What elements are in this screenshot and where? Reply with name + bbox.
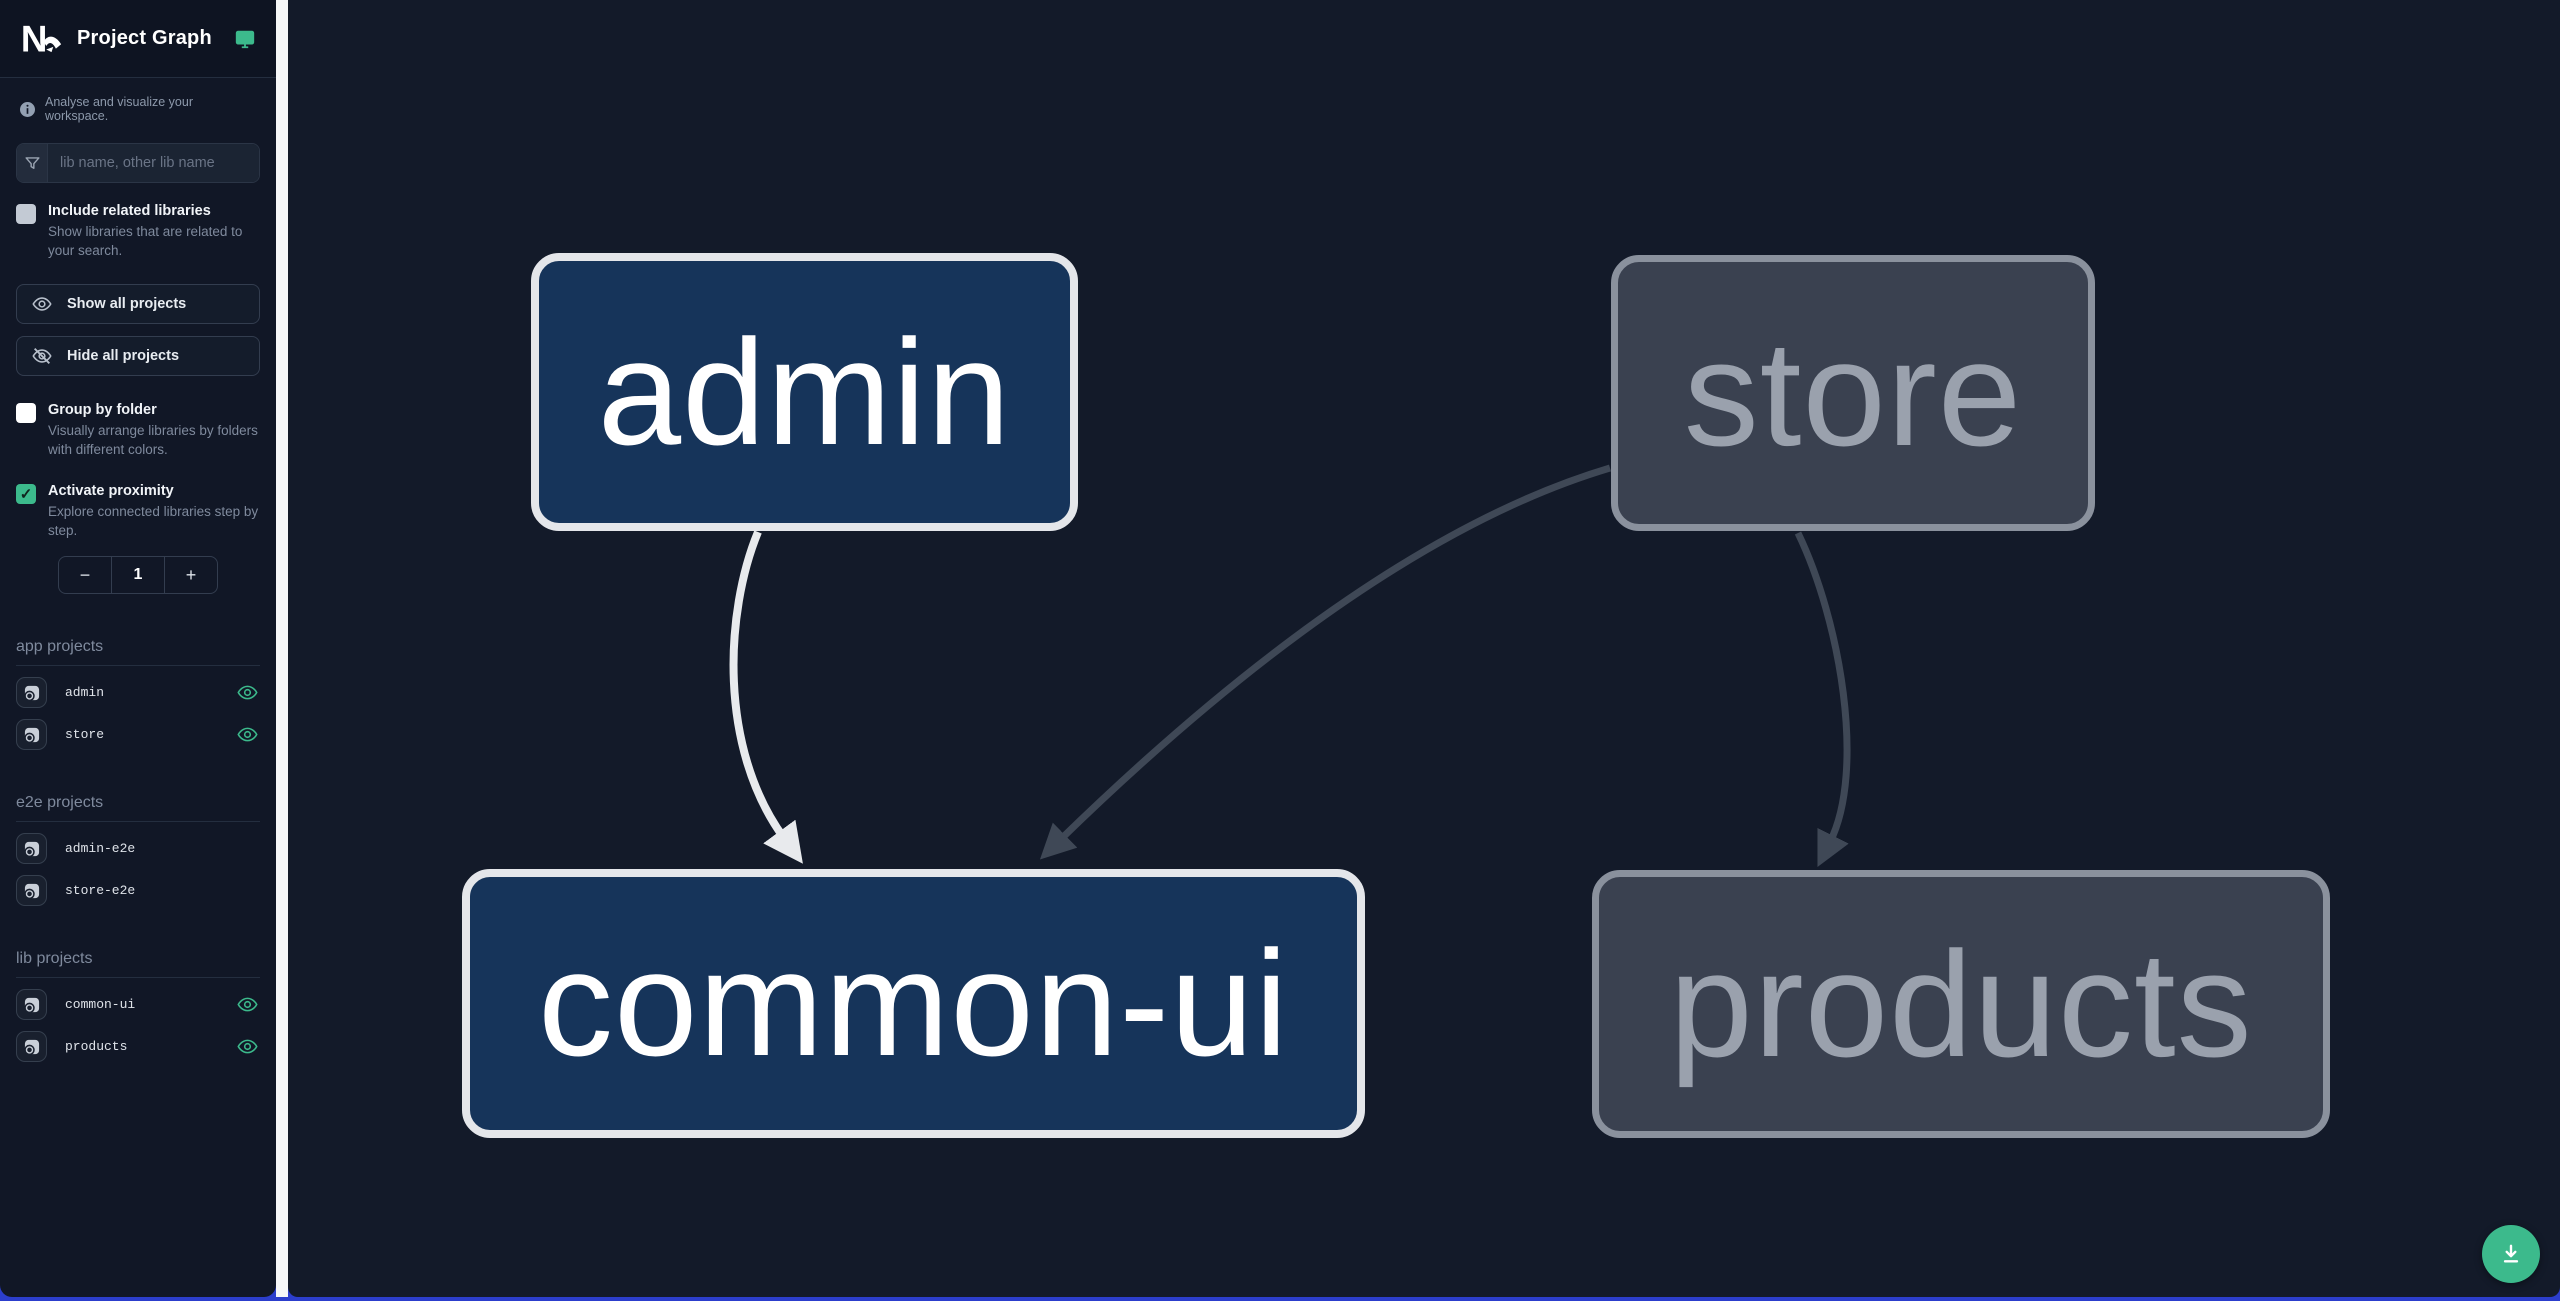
eye-icon <box>32 297 52 311</box>
graph-node-products[interactable]: products <box>1592 870 2330 1138</box>
focus-project-button[interactable] <box>16 989 47 1020</box>
checkbox-box[interactable] <box>16 403 36 423</box>
app-header: N Project Graph <box>0 0 276 78</box>
app-title: Project Graph <box>77 27 212 49</box>
show-all-projects-button[interactable]: Show all projects <box>16 284 260 324</box>
toggle-visibility-button[interactable] <box>237 727 258 742</box>
hide-all-label: Hide all projects <box>67 348 180 364</box>
visible-eye-icon <box>237 727 258 742</box>
graph-node-common-ui[interactable]: common-ui <box>462 869 1365 1138</box>
info-icon <box>20 101 35 117</box>
graph-node-admin[interactable]: admin <box>531 253 1078 531</box>
eye-off-icon <box>32 348 52 364</box>
toggle-visibility-button[interactable] <box>237 685 258 700</box>
node-label: common-ui <box>538 919 1289 1087</box>
proximity-value: 1 <box>111 557 165 593</box>
visible-eye-icon <box>237 1039 258 1054</box>
section-title: e2e projects <box>16 794 260 822</box>
node-label: products <box>1669 919 2253 1088</box>
focus-project-button[interactable] <box>16 719 47 750</box>
section-title: lib projects <box>16 950 260 978</box>
graph-node-store[interactable]: store <box>1611 255 2095 531</box>
graph-edges <box>729 464 1851 868</box>
edge-store-to-common-ui <box>1039 464 1611 860</box>
focus-project-button[interactable] <box>16 875 47 906</box>
project-row-common-ui: common-ui <box>16 989 260 1020</box>
tagline: Analyse and visualize your workspace. <box>0 78 276 127</box>
project-icon <box>23 727 39 743</box>
proximity-stepper: − 1 + <box>58 556 218 594</box>
svg-text:N: N <box>21 18 48 59</box>
section-title: app projects <box>16 638 260 666</box>
proximity-increment-button[interactable]: + <box>165 557 217 593</box>
project-row-admin: admin <box>16 677 260 708</box>
node-label: store <box>1683 308 2023 477</box>
project-icon <box>23 841 39 857</box>
section-app-projects: app projects admin <box>16 638 260 750</box>
hide-all-projects-button[interactable]: Hide all projects <box>16 336 260 376</box>
tagline-text: Analyse and visualize your workspace. <box>45 95 193 123</box>
edge-admin-to-common-ui <box>729 530 803 864</box>
project-name: admin <box>65 685 105 700</box>
filter-icon <box>17 144 48 182</box>
download-icon <box>2503 1244 2519 1263</box>
proximity-decrement-button[interactable]: − <box>59 557 111 593</box>
section-lib-projects: lib projects common-ui <box>16 950 260 1062</box>
project-row-store-e2e: store-e2e <box>16 875 260 906</box>
project-row-products: products <box>16 1031 260 1062</box>
edge-store-to-products <box>1794 531 1851 868</box>
checkbox-label: Activate proximity <box>48 483 174 499</box>
visible-eye-icon <box>237 685 258 700</box>
focus-project-button[interactable] <box>16 833 47 864</box>
checkbox-description: Visually arrange libraries by folders wi… <box>48 423 258 457</box>
project-icon <box>23 685 39 701</box>
graph-canvas[interactable]: admin store common-ui products <box>288 0 2560 1297</box>
project-name: store-e2e <box>65 883 136 898</box>
project-icon <box>23 997 39 1013</box>
checkbox-label: Group by folder <box>48 402 157 418</box>
project-name: common-ui <box>65 997 136 1012</box>
visible-eye-icon <box>237 997 258 1012</box>
focus-project-button[interactable] <box>16 677 47 708</box>
monitor-icon[interactable] <box>234 28 256 50</box>
checkbox-box[interactable] <box>16 204 36 224</box>
project-name: products <box>65 1039 128 1054</box>
search-input[interactable] <box>48 144 259 182</box>
toggle-visibility-button[interactable] <box>237 1039 258 1054</box>
checkbox-activate-proximity[interactable]: Activate proximity Explore connected lib… <box>16 483 260 540</box>
nx-logo-icon: N <box>20 18 62 60</box>
show-all-label: Show all projects <box>67 296 187 312</box>
checkbox-label: Include related libraries <box>48 203 211 219</box>
checkbox-group-by-folder[interactable]: Group by folder Visually arrange librari… <box>16 402 260 459</box>
sidebar: N Project Graph Analyse and visualize yo <box>0 0 276 1297</box>
search-box <box>16 143 260 183</box>
node-label: admin <box>597 307 1012 476</box>
focus-project-button[interactable] <box>16 1031 47 1062</box>
checkbox-description: Show libraries that are related to your … <box>48 224 243 258</box>
checkbox-box[interactable] <box>16 484 36 504</box>
project-icon <box>23 883 39 899</box>
download-image-button[interactable] <box>2482 1225 2540 1283</box>
sidebar-scrollbar[interactable] <box>276 0 288 1297</box>
toggle-visibility-button[interactable] <box>237 997 258 1012</box>
checkbox-description: Explore connected libraries step by step… <box>48 504 259 538</box>
project-icon <box>23 1039 39 1055</box>
project-name: store <box>65 727 105 742</box>
checkbox-include-related[interactable]: Include related libraries Show libraries… <box>16 203 260 260</box>
project-row-admin-e2e: admin-e2e <box>16 833 260 864</box>
project-row-store: store <box>16 719 260 750</box>
project-name: admin-e2e <box>65 841 136 856</box>
section-e2e-projects: e2e projects admin-e2e <box>16 794 260 906</box>
